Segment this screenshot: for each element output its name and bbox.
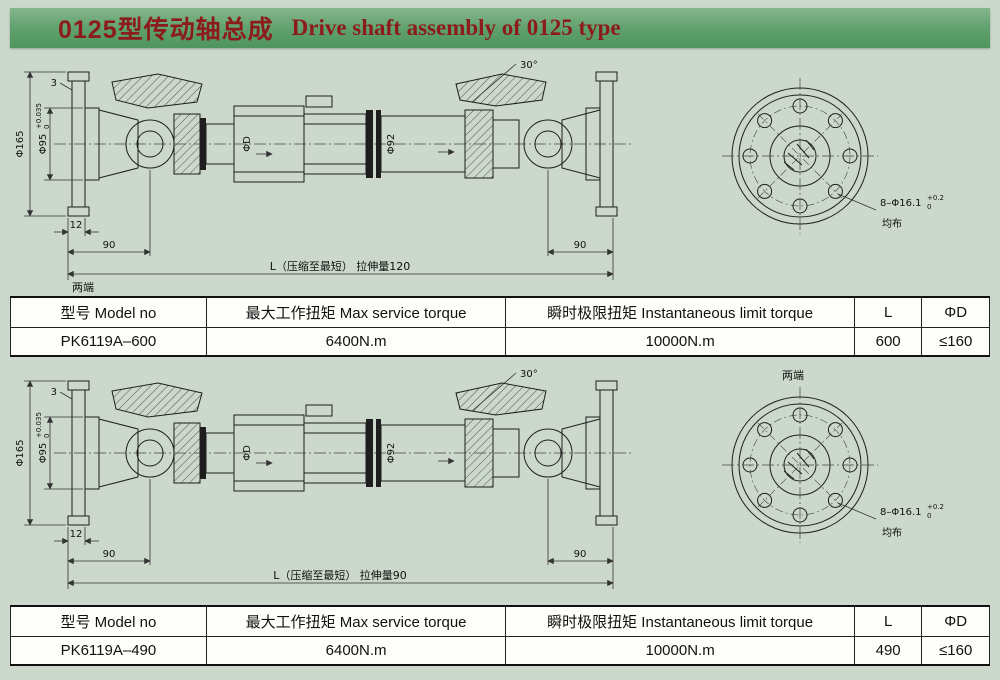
col-header-max-torque: 最大工作扭矩 Max service torque — [205, 296, 507, 328]
dim-label-phi92: Φ92 — [386, 134, 397, 155]
cell-phiD: ≤160 — [921, 327, 990, 357]
assembly-drawing-600: Φ165 Φ95 +0.035 0 3 12 90 90 L（压缩至最短） 拉伸… — [15, 60, 944, 294]
bolt-tolerance-lower: 0 — [927, 203, 931, 211]
flange-end-view — [721, 77, 879, 235]
flange-end-view — [721, 386, 879, 544]
dim-label-length: L（压缩至最短） 拉伸量120 — [270, 259, 411, 273]
dim-label-angle: 30° — [520, 60, 538, 71]
cell-L: 600 — [853, 327, 923, 357]
page-header: 0125型传动轴总成 Drive shaft assembly of 0125 … — [10, 8, 990, 48]
title-english: Drive shaft assembly of 0125 type — [291, 15, 621, 40]
bolt-tolerance-upper: +0.2 — [927, 503, 944, 511]
phi95-tolerance-upper: +0.035 — [35, 103, 43, 129]
col-header-max-torque: 最大工作扭矩 Max service torque — [205, 605, 507, 637]
col-header-limit-torque: 瞬时极限扭矩 Instantaneous limit torque — [505, 605, 855, 637]
bolt-leader-line — [837, 502, 877, 520]
dim-label-12: 12 — [70, 529, 83, 540]
evenly-spaced-label: 均布 — [882, 527, 902, 539]
bolt-holes-label: 8–Φ16.1 — [880, 198, 922, 209]
table-header-row: 型号 Model no 最大工作扭矩 Max service torque 瞬时… — [10, 296, 990, 328]
col-header-model: 型号 Model no — [10, 296, 207, 328]
cell-L: 490 — [853, 636, 923, 666]
evenly-spaced-label: 均布 — [882, 218, 902, 230]
cell-limit-torque: 10000N.m — [505, 636, 855, 666]
cell-phiD: ≤160 — [921, 636, 990, 666]
dim-label-phi165: Φ165 — [15, 440, 26, 467]
dim-label-phi165: Φ165 — [15, 131, 26, 158]
col-header-L: L — [853, 605, 923, 637]
col-header-limit-torque: 瞬时极限扭矩 Instantaneous limit torque — [505, 296, 855, 328]
assembly-drawing-490: Φ165 Φ95 +0.035 0 3 12 90 90 L（压缩至最短） 拉伸… — [15, 369, 944, 603]
bolt-leader-line — [837, 193, 877, 211]
dim-label-90-right: 90 — [574, 549, 587, 560]
dim-label-90-left: 90 — [103, 549, 116, 560]
col-header-L: L — [853, 296, 923, 328]
cell-model: PK6119A–600 — [10, 327, 207, 357]
cell-model: PK6119A–490 — [10, 636, 207, 666]
phi95-tolerance-lower: 0 — [43, 125, 51, 129]
dim-label-3: 3 — [51, 387, 57, 398]
dim-label-90-right: 90 — [574, 240, 587, 251]
phi95-tolerance-lower: 0 — [43, 434, 51, 438]
col-header-phiD: ΦD — [921, 296, 990, 328]
col-header-phiD: ΦD — [921, 605, 990, 637]
both-ends-label: 两端 — [72, 281, 94, 294]
cell-max-torque: 6400N.m — [205, 327, 507, 357]
spec-table-600: 型号 Model no 最大工作扭矩 Max service torque 瞬时… — [10, 296, 990, 357]
dim-label-90-left: 90 — [103, 240, 116, 251]
cell-max-torque: 6400N.m — [205, 636, 507, 666]
bolt-holes-label: 8–Φ16.1 — [880, 507, 922, 518]
col-header-model: 型号 Model no — [10, 605, 207, 637]
dim-label-length: L（压缩至最短） 拉伸量90 — [273, 568, 407, 582]
dim-label-phi95-group: Φ95 +0.035 0 — [35, 103, 51, 154]
table-row: PK6119A–600 6400N.m 10000N.m 600 ≤160 — [10, 327, 990, 357]
dim-label-12: 12 — [70, 220, 83, 231]
bolt-tolerance-lower: 0 — [927, 512, 931, 520]
phi95-tolerance-upper: +0.035 — [35, 412, 43, 438]
bolt-tolerance-upper: +0.2 — [927, 194, 944, 202]
dim-label-phiD: ΦD — [242, 445, 253, 461]
dim-label-angle: 30° — [520, 369, 538, 380]
dim-label-phi95: Φ95 — [38, 443, 49, 464]
both-ends-label: 两端 — [782, 369, 804, 382]
dim-label-phi95: Φ95 — [38, 134, 49, 155]
dim-label-3: 3 — [51, 78, 57, 89]
cell-limit-torque: 10000N.m — [505, 327, 855, 357]
table-header-row: 型号 Model no 最大工作扭矩 Max service torque 瞬时… — [10, 605, 990, 637]
dim-label-phi95-group: Φ95 +0.035 0 — [35, 412, 51, 463]
dim-label-phi92: Φ92 — [386, 443, 397, 464]
dim-label-phiD: ΦD — [242, 136, 253, 152]
title-chinese: 0125型传动轴总成 — [58, 16, 274, 44]
spec-table-490: 型号 Model no 最大工作扭矩 Max service torque 瞬时… — [10, 605, 990, 666]
table-row: PK6119A–490 6400N.m 10000N.m 490 ≤160 — [10, 636, 990, 666]
